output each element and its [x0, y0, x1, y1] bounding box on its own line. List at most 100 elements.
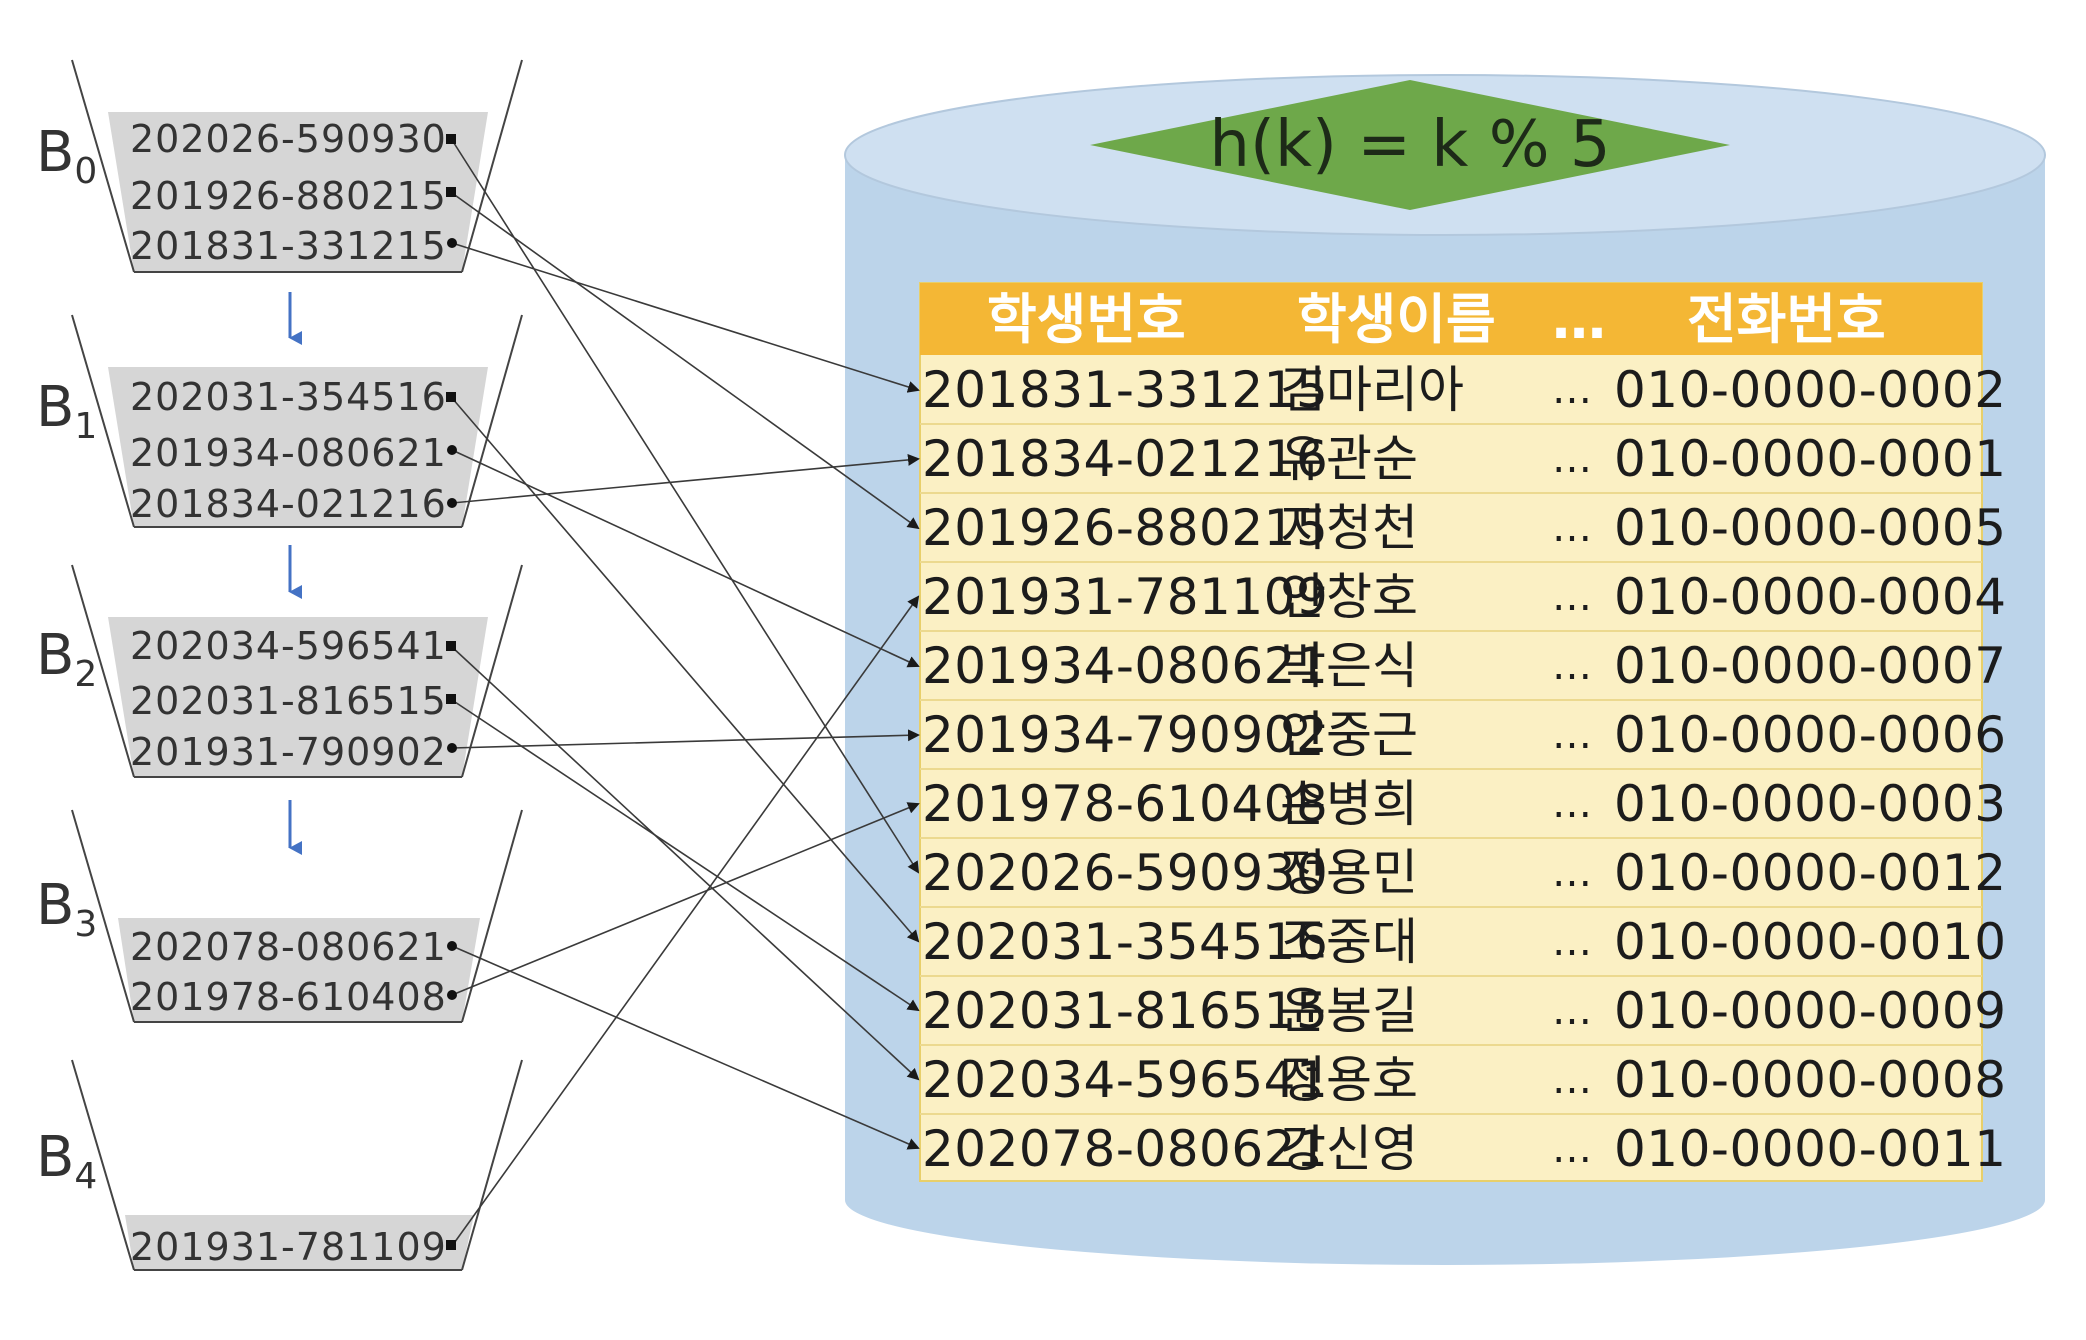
bucket-key: 201931-790902	[130, 730, 447, 774]
cell-phone: 010-0000-0003	[1614, 775, 2007, 833]
cell-student-name: 안창호	[1280, 568, 1418, 626]
bucket-2-shape	[71, 564, 523, 778]
pointer-201926-880215	[451, 192, 920, 530]
cell-student-id: 201831-331215	[922, 361, 1329, 419]
cell-ellipsis: …	[1552, 574, 1592, 620]
cell-student-name: 김마리아	[1280, 361, 1464, 419]
pointer-201931-781109	[451, 595, 920, 1247]
bucket-key: 202034-596541	[130, 624, 447, 668]
cell-ellipsis: …	[1552, 781, 1592, 827]
cell-student-name: 강신영	[1280, 1120, 1418, 1178]
header-ellipsis: …	[1552, 288, 1606, 351]
cell-student-name: 유관순	[1280, 430, 1418, 488]
cell-student-name: 박은식	[1280, 637, 1418, 695]
cell-student-id: 202026-590930	[922, 844, 1329, 902]
cell-student-id: 202034-596541	[922, 1051, 1329, 1109]
table-row: 202034-596541 정용호 … 010-0000-0008	[922, 1046, 2006, 1115]
cell-phone: 010-0000-0005	[1614, 499, 2007, 557]
bucket-4-shape	[71, 1059, 523, 1271]
pointer-201978-610408	[451, 802, 920, 996]
cell-phone: 010-0000-0006	[1614, 706, 2007, 764]
bucket-1-label: B1	[36, 375, 98, 448]
cell-phone: 010-0000-0001	[1614, 430, 2007, 488]
table-row: 201934-790902 안중근 … 010-0000-0006	[922, 701, 2006, 770]
table-row: 201934-080621 박은식 … 010-0000-0007	[922, 632, 2006, 701]
table-row: 201834-021216 유관순 … 010-0000-0001	[922, 425, 2006, 494]
table-row: 202078-080621 강신영 … 010-0000-0011	[922, 1115, 2006, 1184]
student-table-bg	[919, 282, 1983, 1182]
bucket-key: 201926-880215	[130, 174, 447, 218]
table-row: 201931-781109 안창호 … 010-0000-0004	[922, 563, 2006, 632]
cell-student-name: 조중대	[1280, 913, 1418, 971]
cell-student-name: 정용호	[1280, 1051, 1418, 1109]
cell-student-name: 윤봉길	[1280, 982, 1418, 1040]
cell-ellipsis: …	[1552, 919, 1592, 965]
bucket-2-label: B2	[36, 623, 98, 696]
cell-phone: 010-0000-0009	[1614, 982, 2007, 1040]
cell-ellipsis: …	[1552, 850, 1592, 896]
bucket-key: 201831-331215	[130, 224, 447, 268]
cell-student-name: 손병희	[1280, 775, 1418, 833]
cell-student-id: 201834-021216	[922, 430, 1329, 488]
bucket-key: 201834-021216	[130, 482, 447, 526]
cell-ellipsis: …	[1552, 505, 1592, 551]
cell-ellipsis: …	[1552, 988, 1592, 1034]
cell-student-name: 지청천	[1280, 499, 1418, 557]
cell-student-id: 201926-880215	[922, 499, 1329, 557]
bucket-key: 201978-610408	[130, 975, 447, 1019]
pointer-202034-596541	[451, 646, 920, 1081]
pointer-202031-816515	[451, 699, 920, 1012]
bucket-key: 202026-590930	[130, 117, 447, 161]
bucket-3-label: B3	[36, 873, 98, 946]
cell-student-id: 201934-080621	[922, 637, 1329, 695]
table-row: 202031-354516 조중대 … 010-0000-0010	[922, 908, 2006, 977]
header-student-name: 학생이름	[1297, 288, 1496, 351]
table-header: 학생번호 학생이름 … 전화번호	[922, 285, 1980, 355]
pointer-dots	[446, 134, 457, 1250]
cell-student-id: 201931-781109	[922, 568, 1329, 626]
bucket-1-shape	[71, 314, 523, 528]
bucket-key: 202031-816515	[130, 679, 447, 723]
cell-phone: 010-0000-0002	[1614, 361, 2007, 419]
pointer-201831-331215	[451, 242, 920, 393]
pointer-lines	[451, 139, 920, 1247]
cell-phone: 010-0000-0010	[1614, 913, 2007, 971]
cell-ellipsis: …	[1552, 367, 1592, 413]
table-row: 202026-590930 정용민 … 010-0000-0012	[922, 839, 2006, 908]
cell-ellipsis: …	[1552, 1126, 1592, 1172]
cell-phone: 010-0000-0007	[1614, 637, 2007, 695]
header-phone: 전화번호	[1687, 288, 1886, 351]
cell-student-id: 202078-080621	[922, 1120, 1329, 1178]
pointer-201934-080621	[451, 449, 920, 668]
cell-student-id: 202031-816515	[922, 982, 1329, 1040]
table-row: 201831-331215 김마리아 … 010-0000-0002	[922, 356, 2006, 425]
pointer-202031-354516	[451, 397, 920, 943]
pointer-201834-021216	[451, 453, 920, 504]
cell-ellipsis: …	[1552, 712, 1592, 758]
cell-student-id: 202031-354516	[922, 913, 1329, 971]
bucket-key: 201931-781109	[130, 1225, 447, 1269]
cell-ellipsis: …	[1552, 436, 1592, 482]
bucket-key: 202031-354516	[130, 375, 447, 419]
table-row: 201978-610408 손병희 … 010-0000-0003	[922, 770, 2006, 839]
cell-ellipsis: …	[1552, 643, 1592, 689]
table-row: 202031-816515 윤봉길 … 010-0000-0009	[922, 977, 2006, 1046]
pointer-201931-790902	[451, 729, 920, 749]
cell-phone: 010-0000-0011	[1614, 1120, 2007, 1178]
bucket-0-shape	[71, 59, 523, 273]
pointer-202026-590930	[451, 139, 920, 874]
cell-student-name: 정용민	[1280, 844, 1418, 902]
table-row: 201926-880215 지청천 … 010-0000-0005	[922, 494, 2006, 563]
header-student-id: 학생번호	[987, 288, 1186, 351]
hash-function-diamond	[1090, 80, 1730, 210]
pointer-202078-080621	[451, 945, 920, 1150]
cell-phone: 010-0000-0012	[1614, 844, 2007, 902]
bucket-key: 202078-080621	[130, 925, 447, 969]
cell-phone: 010-0000-0004	[1614, 568, 2007, 626]
bucket-4-label: B4	[36, 1125, 98, 1198]
bucket-key: 201934-080621	[130, 431, 447, 475]
hash-function-label: h(k) = k % 5	[1209, 108, 1611, 182]
cell-student-id: 201978-610408	[922, 775, 1329, 833]
cell-ellipsis: …	[1552, 1057, 1592, 1103]
